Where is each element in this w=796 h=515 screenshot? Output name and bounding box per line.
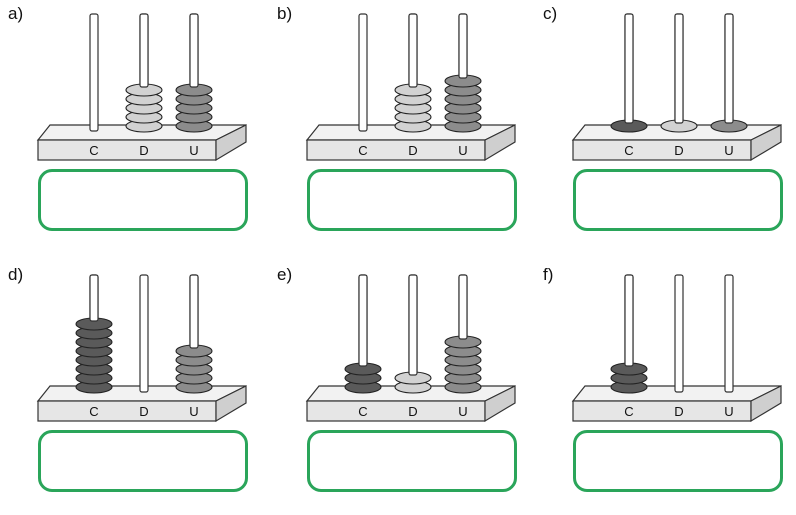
answer-box-c[interactable] [573, 169, 783, 231]
column-label-u: U [724, 143, 733, 158]
column-label-d: D [408, 404, 417, 419]
exercise-label: d) [8, 265, 24, 284]
column-label-c: C [624, 404, 633, 419]
exercise-label: a) [8, 4, 24, 23]
column-label-u: U [458, 143, 467, 158]
rod-u-upper [724, 13, 734, 124]
exercise-e: e) C D U [277, 265, 542, 515]
exercise-label: c) [543, 4, 558, 23]
rod-c [358, 13, 368, 132]
answer-box-e[interactable] [307, 430, 517, 492]
rod-u-upper [458, 274, 468, 340]
exercise-label: f) [543, 265, 554, 284]
column-label-d: D [139, 143, 148, 158]
rod-c [89, 13, 99, 132]
column-label-u: U [724, 404, 733, 419]
column-label-d: D [674, 143, 683, 158]
column-label-u: U [458, 404, 467, 419]
column-label-c: C [89, 143, 98, 158]
abacus-base-side [215, 385, 247, 423]
abacus-base-side [484, 385, 516, 423]
rod-u-upper [189, 274, 199, 349]
exercise-a: a) C D U [8, 4, 273, 254]
rod-u [724, 274, 734, 393]
rod-c-upper [358, 274, 368, 367]
rod-c-upper [624, 274, 634, 367]
abacus-base-side [750, 385, 782, 423]
column-label-c: C [624, 143, 633, 158]
rod-c-upper [624, 13, 634, 124]
column-label-c: C [358, 404, 367, 419]
column-label-u: U [189, 404, 198, 419]
answer-box-d[interactable] [38, 430, 248, 492]
rod-c-upper [89, 274, 99, 322]
exercise-label: e) [277, 265, 293, 284]
answer-box-a[interactable] [38, 169, 248, 231]
rod-d-upper [674, 13, 684, 124]
column-label-c: C [89, 404, 98, 419]
abacus-base-side [750, 124, 782, 162]
exercise-c: c) C D U [543, 4, 796, 254]
exercise-f: f) C D U [543, 265, 796, 515]
rod-u-upper [189, 13, 199, 88]
rod-u-upper [458, 13, 468, 79]
abacus-base-side [215, 124, 247, 162]
exercise-d: d) C D U [8, 265, 273, 515]
exercise-b: b) C D U [277, 4, 542, 254]
column-label-d: D [139, 404, 148, 419]
column-label-u: U [189, 143, 198, 158]
rod-d [674, 274, 684, 393]
exercise-label: b) [277, 4, 293, 23]
abacus-base-side [484, 124, 516, 162]
rod-d-upper [408, 274, 418, 376]
column-label-d: D [408, 143, 417, 158]
rod-d-upper [408, 13, 418, 88]
answer-box-f[interactable] [573, 430, 783, 492]
rod-d-upper [139, 13, 149, 88]
answer-box-b[interactable] [307, 169, 517, 231]
rod-d [139, 274, 149, 393]
column-label-c: C [358, 143, 367, 158]
column-label-d: D [674, 404, 683, 419]
